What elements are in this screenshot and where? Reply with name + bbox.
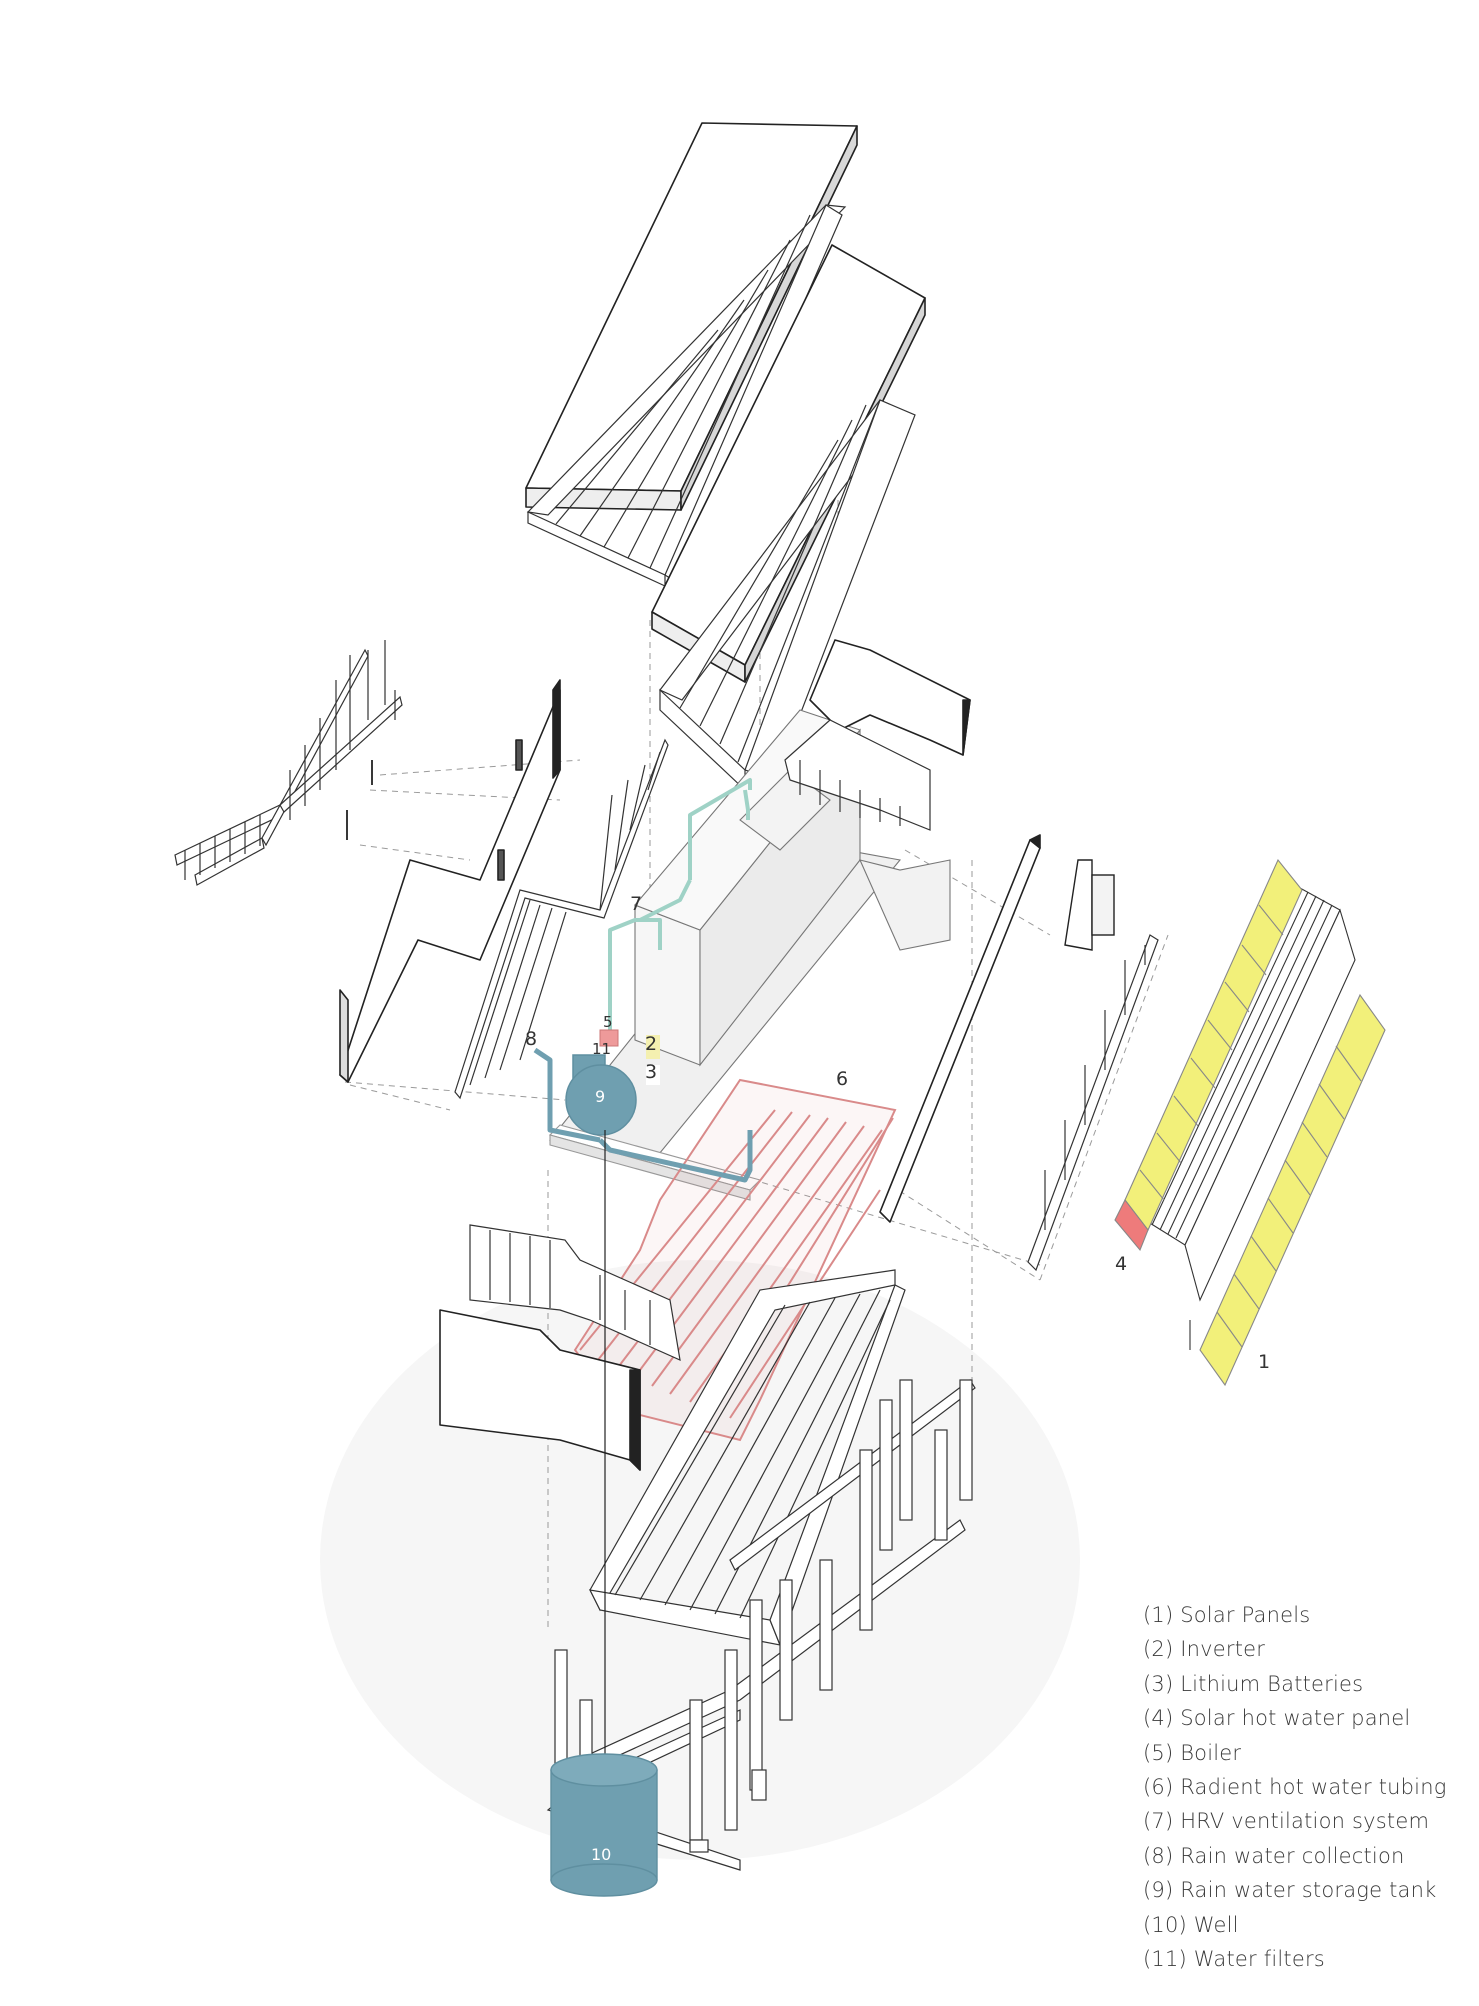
right-upper-wall bbox=[809, 639, 971, 756]
storage-tank bbox=[565, 1054, 637, 1136]
callout-9: 9 bbox=[595, 1087, 605, 1106]
right-wall-panel bbox=[1064, 859, 1115, 951]
legend-item-lithium-batteries: (3) Lithium Batteries bbox=[1143, 1671, 1364, 1696]
callout-2: 2 bbox=[645, 1033, 657, 1055]
callout-4: 4 bbox=[1115, 1253, 1127, 1275]
roof-framing-middle bbox=[659, 399, 916, 792]
legend-item-storage-tank: (9) Rain water storage tank bbox=[1143, 1878, 1437, 1903]
solar-hot-water-panel bbox=[1114, 1198, 1149, 1252]
legend-item-solar-panels: (1) Solar Panels bbox=[1143, 1603, 1311, 1627]
callout-8: 8 bbox=[525, 1028, 537, 1050]
legend-item-water-filters: (11) Water filters bbox=[1143, 1946, 1325, 1971]
right-long-wall bbox=[879, 834, 1041, 1223]
well bbox=[550, 1753, 658, 1897]
radiant-tubing bbox=[573, 1078, 897, 1442]
callout-5: 5 bbox=[603, 1013, 613, 1031]
callout-11: 11 bbox=[592, 1040, 611, 1058]
callout-3: 3 bbox=[645, 1061, 657, 1083]
roof-framing-top bbox=[526, 204, 847, 587]
small-wall-pieces bbox=[346, 760, 373, 840]
legend-item-rain-collection: (8) Rain water collection bbox=[1143, 1843, 1405, 1868]
lower-left-solid-wall bbox=[439, 1309, 641, 1471]
inverter-battery bbox=[646, 1035, 660, 1085]
legend: (1) Solar Panels (2) Inverter (3) Lithiu… bbox=[1143, 1598, 1447, 1976]
hrv-duct bbox=[608, 778, 752, 1040]
legend-item-boiler: (5) Boiler bbox=[1143, 1740, 1242, 1765]
foundation-frame bbox=[546, 1379, 976, 1871]
center-left-wall-framing bbox=[454, 738, 669, 1100]
legend-item-solar-hot-water-panel: (4) Solar hot water panel bbox=[1143, 1706, 1411, 1731]
rain-water-piping bbox=[533, 1047, 753, 1183]
legend-item-inverter: (2) Inverter bbox=[1143, 1637, 1266, 1662]
callout-7: 7 bbox=[630, 893, 642, 915]
solar-racking bbox=[1144, 887, 1356, 1350]
legend-item-well: (10) Well bbox=[1143, 1912, 1239, 1937]
callout-10: 10 bbox=[591, 1845, 611, 1864]
callout-6: 6 bbox=[836, 1068, 848, 1090]
boiler bbox=[599, 1029, 619, 1047]
right-lower-framing bbox=[1027, 934, 1159, 1272]
legend-item-radiant-tubing: (6) Radient hot water tubing bbox=[1143, 1774, 1447, 1799]
left-solid-wall bbox=[339, 679, 561, 1083]
right-upper-framing bbox=[784, 719, 931, 831]
legend-item-hrv-system: (7) HRV ventilation system bbox=[1143, 1809, 1430, 1834]
callout-1: 1 bbox=[1258, 1351, 1270, 1373]
far-left-wall-framing bbox=[174, 640, 403, 886]
lower-left-framing bbox=[469, 1224, 681, 1362]
floor-joists bbox=[588, 1269, 906, 1647]
